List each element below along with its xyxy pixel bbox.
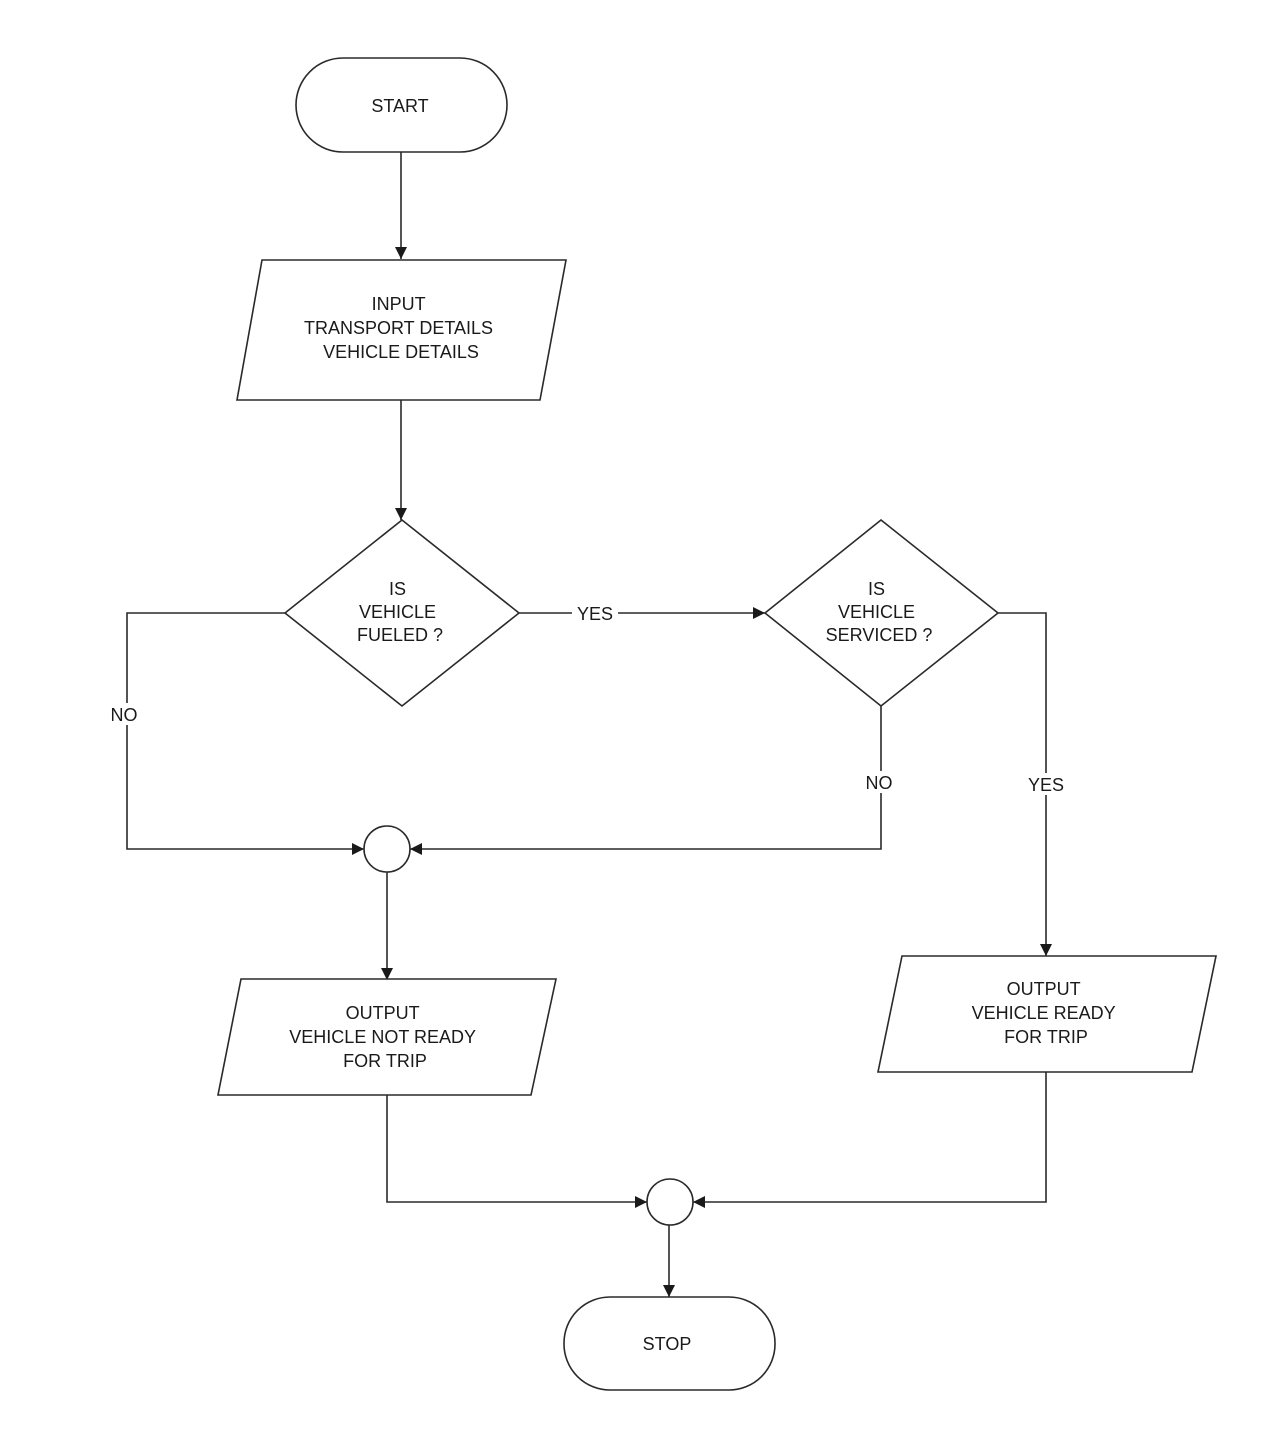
ready-line-1: OUTPUT — [1007, 979, 1081, 999]
not-ready-line-1: OUTPUT — [346, 1003, 420, 1023]
edge-fueled-no — [126, 612, 364, 855]
svg-text:INPUT TRANSPORT DETAILS: INPUT TRANSPORT DETAILS VEHICLE DETAILS — [304, 294, 498, 362]
input-line-3: VEHICLE DETAILS — [323, 342, 479, 362]
edge-serviced-yes — [998, 612, 1052, 956]
decision-vehicle-fueled: IS VEHICLE FUELED ? — [283, 518, 521, 708]
edge-serviced-no — [410, 706, 882, 855]
edge-not-ready-to-end — [386, 1095, 647, 1208]
stop-label: STOP — [643, 1334, 692, 1354]
edges — [126, 152, 1052, 1297]
edge-label-serviced-yes: YES — [1028, 775, 1064, 795]
svg-text:OUTPUT VEHICLE NOT READY: OUTPUT VEHICLE NOT READY FOR TRIP — [289, 1003, 480, 1071]
fueled-line-1: IS — [389, 579, 406, 599]
serviced-line-1: IS — [868, 579, 885, 599]
output-ready-parallelogram: OUTPUT VEHICLE READY FOR TRIP — [877, 955, 1217, 1073]
stop-terminal: STOP — [563, 1296, 776, 1391]
svg-text:IS VEHICLE FUELED: IS VEHICLE FUELED ? — [357, 579, 443, 645]
not-ready-line-2: VEHICLE NOT READY — [289, 1027, 476, 1047]
edge-labels: YES NO NO YES — [106, 602, 1070, 795]
input-parallelogram: INPUT TRANSPORT DETAILS VEHICLE DETAILS — [236, 259, 567, 401]
output-not-ready-parallelogram: OUTPUT VEHICLE NOT READY FOR TRIP — [217, 978, 557, 1096]
not-ready-line-3: FOR TRIP — [343, 1051, 427, 1071]
ready-line-3: FOR TRIP — [1004, 1027, 1088, 1047]
fueled-line-2: VEHICLE — [359, 602, 436, 622]
input-line-2: TRANSPORT DETAILS — [304, 318, 493, 338]
svg-text:START: START — [371, 96, 428, 116]
start-label: START — [371, 96, 428, 116]
edge-ready-to-end — [693, 1072, 1047, 1208]
connector-end-merge — [646, 1178, 694, 1226]
edge-label-serviced-no: NO — [866, 773, 893, 793]
serviced-line-3: SERVICED ? — [826, 625, 933, 645]
connector-not-ready-merge — [363, 825, 411, 873]
decision-vehicle-serviced: IS VEHICLE SERVICED ? — [763, 518, 1000, 708]
edge-label-fueled-yes: YES — [577, 604, 613, 624]
svg-text:STOP: STOP — [643, 1334, 692, 1354]
input-line-1: INPUT — [372, 294, 426, 314]
svg-text:IS VEHICLE SERVICE: IS VEHICLE SERVICED ? — [826, 579, 933, 645]
start-terminal: START — [295, 57, 508, 153]
edge-label-fueled-no: NO — [111, 705, 138, 725]
svg-text:OUTPUT VEHICLE READY: OUTPUT VEHICLE READY FOR TRIP — [972, 979, 1121, 1047]
serviced-line-2: VEHICLE — [838, 602, 915, 622]
fueled-line-3: FUELED ? — [357, 625, 443, 645]
ready-line-2: VEHICLE READY — [972, 1003, 1116, 1023]
